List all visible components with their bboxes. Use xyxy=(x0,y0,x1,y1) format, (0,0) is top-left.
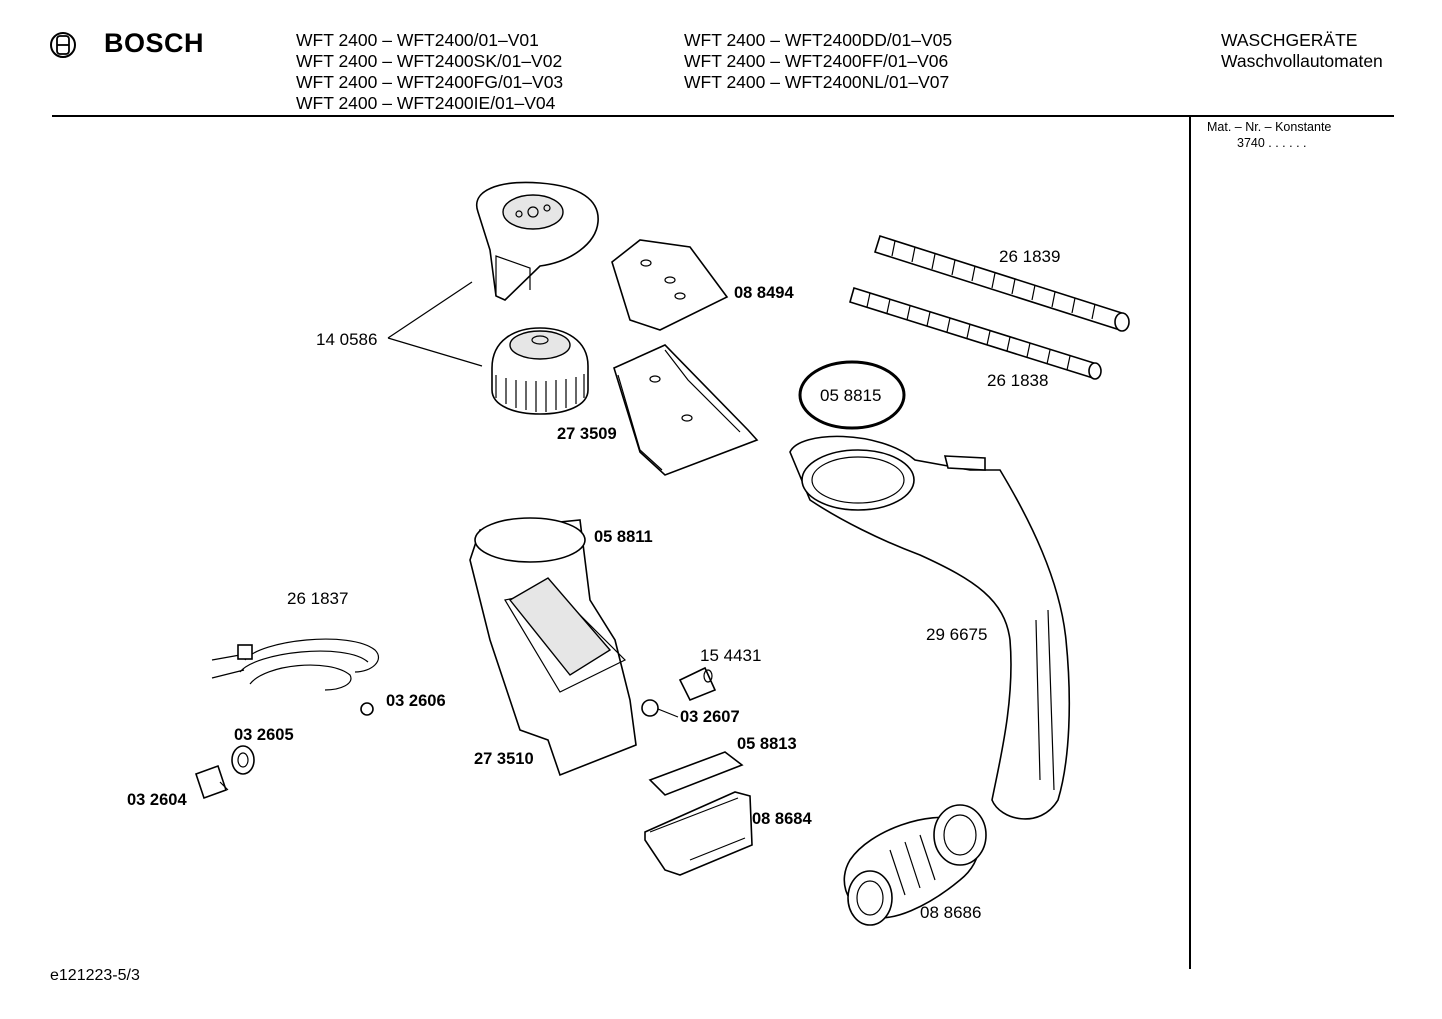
part-number-label: 05 8815 xyxy=(820,386,881,405)
model-line: WFT 2400 – WFT2400NL/01–V07 xyxy=(684,72,950,92)
air-duct-part[interactable] xyxy=(789,435,1071,820)
part-number-label: 29 6675 xyxy=(926,625,987,644)
duct-cover-part[interactable] xyxy=(613,344,759,476)
part-number-label: 26 1839 xyxy=(999,247,1060,266)
grommet-part[interactable] xyxy=(641,699,659,717)
part-number-label: 03 2604 xyxy=(127,791,187,809)
category-block: WASCHGERÄTE Waschvollautomaten xyxy=(1221,30,1383,72)
model-list-left: WFT 2400 – WFT2400/01–V01 WFT 2400 – WFT… xyxy=(296,30,563,114)
model-line: WFT 2400 – WFT2400SK/01–V02 xyxy=(296,51,563,71)
model-line: WFT 2400 – WFT2400DD/01–V05 xyxy=(684,30,953,50)
duct-body-part[interactable] xyxy=(469,517,637,777)
part-number-label: 05 8813 xyxy=(737,735,797,753)
part-number-label: 03 2606 xyxy=(386,692,446,710)
part-number-label: 05 8811 xyxy=(594,528,653,546)
part-number-label: 15 4431 xyxy=(700,646,761,665)
plate-part[interactable] xyxy=(611,239,729,331)
fan-wheel-part[interactable] xyxy=(491,327,589,415)
model-line: WFT 2400 – WFT2400IE/01–V04 xyxy=(296,93,556,113)
hose-part[interactable] xyxy=(873,234,1130,332)
filter-housing-part[interactable] xyxy=(644,791,753,876)
seal-ring-part[interactable] xyxy=(798,360,906,430)
sidebar-divider xyxy=(1189,117,1191,969)
part-number-label: 14 0586 xyxy=(316,330,377,349)
material-number-value: 3740 . . . . . . xyxy=(1237,136,1307,150)
part-number-label: 08 8494 xyxy=(734,284,794,302)
category-subtitle: Waschvollautomaten xyxy=(1221,51,1383,71)
model-list-right: WFT 2400 – WFT2400DD/01–V05 WFT 2400 – W… xyxy=(684,30,952,93)
bushing-part[interactable] xyxy=(678,666,717,702)
clamp-part[interactable] xyxy=(194,764,228,800)
hose-part[interactable] xyxy=(849,286,1102,380)
material-number-label: Mat. – Nr. – Konstante xyxy=(1207,120,1332,134)
model-line: WFT 2400 – WFT2400/01–V01 xyxy=(296,30,539,50)
leader-line xyxy=(219,708,679,791)
part-number-label: 26 1838 xyxy=(987,371,1048,390)
bellows-hose-part[interactable] xyxy=(843,804,987,926)
heater-element-part[interactable] xyxy=(211,638,380,691)
category-title: WASCHGERÄTE xyxy=(1221,30,1358,50)
part-number-label: 03 2607 xyxy=(680,708,740,726)
part-number-label: 03 2605 xyxy=(234,726,294,744)
part-number-label: 26 1837 xyxy=(287,589,348,608)
bosch-logo-icon xyxy=(50,32,76,58)
part-number-label: 27 3510 xyxy=(474,750,534,768)
leader-line xyxy=(387,281,483,367)
model-line: WFT 2400 – WFT2400FF/01–V06 xyxy=(684,51,949,71)
model-line: WFT 2400 – WFT2400FG/01–V03 xyxy=(296,72,564,92)
grommet-small-part[interactable] xyxy=(231,745,255,775)
document-id: e121223-5/3 xyxy=(50,967,140,984)
clip-part[interactable] xyxy=(360,702,374,716)
fan-housing-part[interactable] xyxy=(475,181,599,301)
brand-name: BOSCH xyxy=(104,28,205,58)
part-number-label: 08 8684 xyxy=(752,810,812,828)
part-number-label: 08 8686 xyxy=(920,903,981,922)
header-divider xyxy=(52,115,1394,117)
seal-frame-part[interactable] xyxy=(648,751,744,796)
part-number-label: 27 3509 xyxy=(557,425,617,443)
